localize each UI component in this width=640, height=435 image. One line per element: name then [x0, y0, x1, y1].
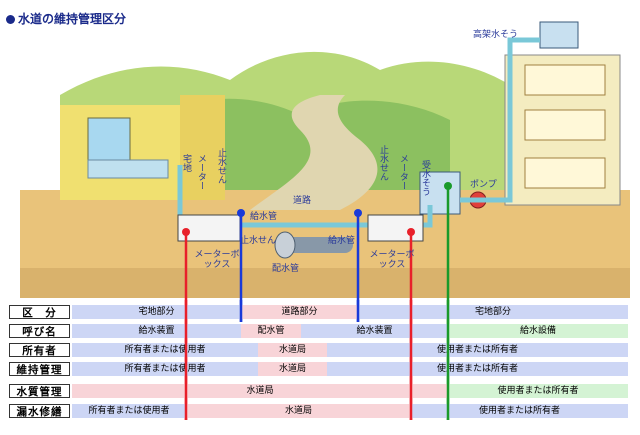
meter-box-left — [177, 214, 241, 242]
label-kyusuikan-left: 給水管 — [250, 212, 278, 222]
boundary-dot-red-left — [182, 228, 190, 236]
boundary-dot-red-right — [407, 228, 415, 236]
cell-iji-suidoukyoku: 水道局 — [258, 362, 327, 376]
cell-yobina-kyusui-left: 給水装置 — [72, 324, 241, 338]
page-title-text: 水道の維持管理区分 — [18, 12, 127, 26]
row-head-shoyusha: 所有者 — [9, 343, 70, 357]
label-douro: 道路 — [293, 196, 312, 206]
road — [250, 95, 378, 210]
cell-shoyusha-right: 使用者または所有者 — [327, 343, 628, 357]
cell-shoyusha-suidoukyoku: 水道局 — [258, 343, 327, 357]
row-head-rousui: 漏水修繕 — [9, 404, 70, 418]
cell-rousui-left: 所有者または使用者 — [72, 404, 186, 418]
label-meter-left: メーター — [196, 154, 206, 190]
label-takudi: 宅地 — [181, 154, 191, 172]
cell-iji-left: 所有者または使用者 — [72, 362, 258, 376]
page-title: 水道の維持管理区分 — [6, 10, 126, 27]
house-window — [87, 117, 131, 164]
ground-lower — [20, 268, 630, 298]
label-juusuisou: 受水そう — [420, 160, 430, 196]
row-head-iji-kanri: 維持管理 — [9, 362, 70, 376]
label-koukasuisou: 高架水そう — [473, 30, 519, 40]
cell-kubun-takuchi-left: 宅地部分 — [72, 305, 241, 319]
service-pipe — [177, 165, 433, 228]
label-meterbox-left: メーターボックス — [194, 250, 240, 270]
floor-3 — [524, 64, 606, 96]
label-shisuisen-right: 止水せん — [378, 145, 388, 181]
cell-kubun-douro: 道路部分 — [241, 305, 358, 319]
boundary-dot-green — [444, 182, 452, 190]
elevated-tank — [539, 21, 579, 49]
cell-yobina-kyusui-setsubi: 給水設備 — [448, 324, 628, 338]
supply-pipe — [460, 37, 540, 203]
cell-suishitsu-suidoukyoku: 水道局 — [72, 384, 448, 398]
label-meter-right: メーター — [398, 154, 408, 190]
distribution-main-end — [274, 231, 296, 259]
label-shisuisen-left: 止水せん — [216, 148, 226, 184]
house-wall-side — [180, 95, 225, 200]
row-head-yobina: 呼び名 — [9, 324, 70, 338]
receiving-tank — [419, 171, 461, 215]
cell-yobina-haisuikan: 配水管 — [241, 324, 301, 338]
meter-box-right — [367, 214, 424, 242]
cell-shoyusha-left: 所有者または使用者 — [72, 343, 258, 357]
cell-yobina-kyusui-right: 給水装置 — [301, 324, 448, 338]
bullet-icon — [6, 15, 15, 24]
cell-kubun-takuchi-right: 宅地部分 — [358, 305, 628, 319]
label-meterbox-right: メーターボックス — [369, 250, 415, 270]
floor-1 — [524, 157, 606, 189]
boundary-dot-blue-right — [354, 209, 362, 217]
label-kyusuikan-right: 給水管 — [328, 236, 356, 246]
label-haisuikan: 配水管 — [272, 264, 300, 274]
label-pump: ポンプ — [470, 180, 497, 190]
cell-suishitsu-right: 使用者または所有者 — [448, 384, 628, 398]
label-shisuisen-left2: 止水せん — [240, 236, 277, 246]
cell-iji-right: 使用者または所有者 — [327, 362, 628, 376]
row-head-kubun: 区 分 — [9, 305, 70, 319]
boundary-dot-blue-left — [237, 209, 245, 217]
cell-rousui-suidoukyoku: 水道局 — [186, 404, 411, 418]
cell-rousui-right: 使用者または所有者 — [411, 404, 628, 418]
sink — [87, 159, 169, 179]
floor-2 — [524, 109, 606, 141]
row-head-suishitsu: 水質管理 — [9, 384, 70, 398]
